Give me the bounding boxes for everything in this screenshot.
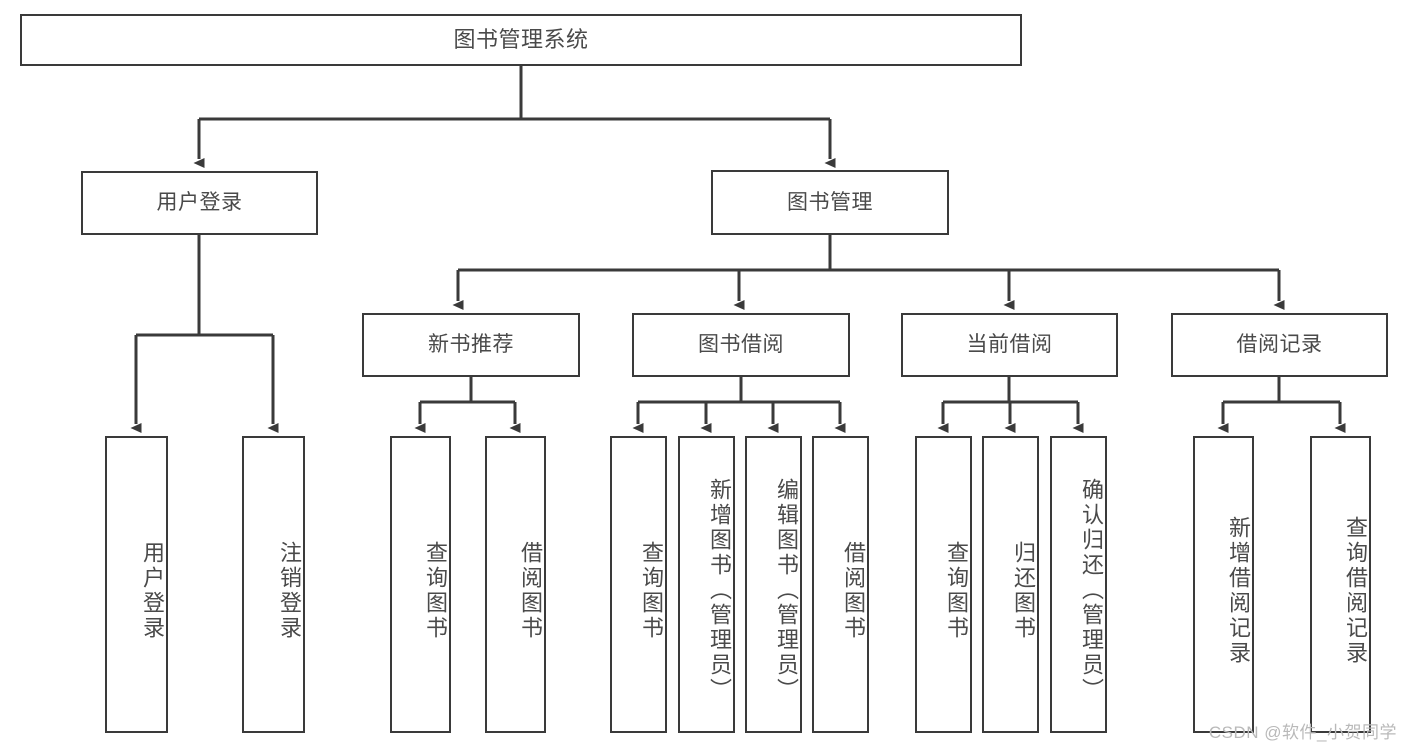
node-label: 编辑图书（管理员） — [774, 478, 799, 703]
node-label: 注销登录 — [277, 540, 302, 641]
node-label: 查询借阅记录 — [1343, 515, 1368, 666]
node-label: 新增借阅记录 — [1226, 515, 1251, 666]
node-leaf-edit-book: 编辑图书（管理员） — [745, 436, 802, 733]
node-user-login: 用户登录 — [81, 171, 318, 235]
node-label: 新书推荐 — [428, 333, 514, 357]
node-leaf-add-record: 新增借阅记录 — [1193, 436, 1254, 733]
node-label: 图书管理系统 — [453, 26, 589, 52]
node-label: 图书管理 — [787, 190, 873, 214]
node-label: 当前借阅 — [966, 333, 1053, 357]
node-leaf-query-record: 查询借阅记录 — [1310, 436, 1371, 733]
node-label: 借阅图书 — [841, 540, 866, 641]
node-book-borrow: 图书借阅 — [632, 313, 850, 377]
node-leaf-logout: 注销登录 — [242, 436, 305, 733]
node-label: 查询图书 — [944, 540, 969, 641]
node-label: 借阅记录 — [1236, 333, 1323, 357]
node-leaf-borrow-book-2: 借阅图书 — [812, 436, 869, 733]
node-label: 确认归还（管理员） — [1079, 478, 1104, 703]
node-label: 新增图书（管理员） — [707, 478, 732, 703]
node-leaf-query-book-3: 查询图书 — [915, 436, 972, 733]
node-leaf-user-login: 用户登录 — [105, 436, 168, 733]
node-label: 用户登录 — [156, 191, 243, 215]
node-root: 图书管理系统 — [20, 14, 1022, 66]
node-leaf-borrow-book-1: 借阅图书 — [485, 436, 546, 733]
node-leaf-add-book: 新增图书（管理员） — [678, 436, 735, 733]
node-new-book-rec: 新书推荐 — [362, 313, 580, 377]
watermark-label: CSDN @软件_小贺同学 — [1208, 723, 1397, 742]
node-leaf-return-book: 归还图书 — [982, 436, 1039, 733]
node-borrow-record: 借阅记录 — [1171, 313, 1388, 377]
node-leaf-confirm-return: 确认归还（管理员） — [1050, 436, 1107, 733]
node-label: 归还图书 — [1011, 540, 1036, 641]
node-current-borrow: 当前借阅 — [901, 313, 1118, 377]
node-label: 借阅图书 — [518, 540, 543, 641]
node-label: 查询图书 — [639, 540, 664, 641]
node-leaf-query-book-1: 查询图书 — [390, 436, 451, 733]
node-label: 用户登录 — [140, 540, 165, 641]
node-leaf-query-book-2: 查询图书 — [610, 436, 667, 733]
node-label: 图书借阅 — [698, 333, 784, 357]
node-label: 查询图书 — [423, 540, 448, 641]
node-book-manage: 图书管理 — [711, 170, 949, 235]
